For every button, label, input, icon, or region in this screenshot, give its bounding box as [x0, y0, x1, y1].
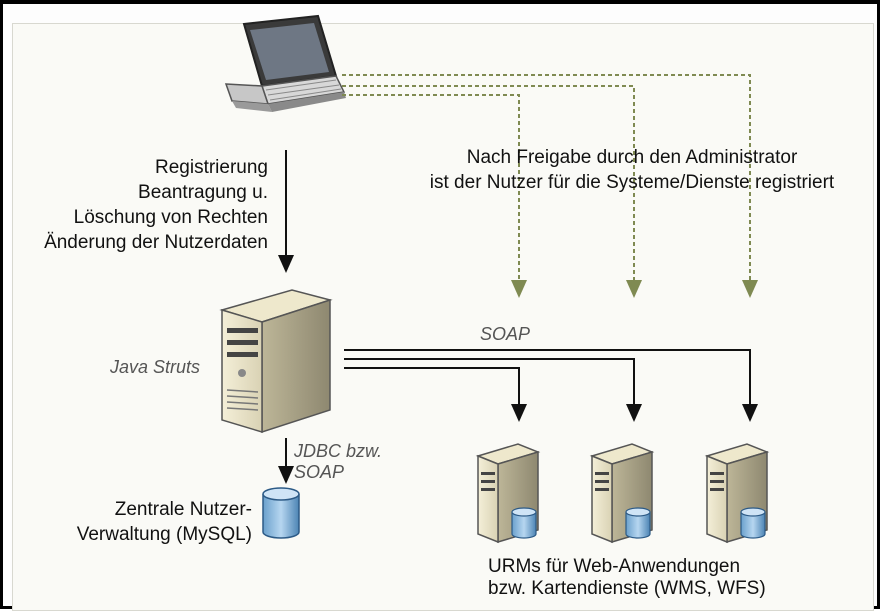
laptop-icon — [224, 14, 346, 112]
server-label: Java Struts — [110, 357, 201, 377]
registration-line: Änderung der Nutzerdaten — [44, 232, 268, 253]
db-label-line: Zentrale Nutzer- — [114, 499, 252, 520]
db-label: Zentrale Nutzer- Verwaltung (MySQL) — [20, 497, 252, 547]
database-icon — [262, 487, 300, 539]
server-icon — [219, 289, 333, 434]
registration-label: Registrierung Beantragung u. Löschung vo… — [18, 155, 268, 255]
urm-server-icon — [704, 443, 770, 544]
db-label-line: Verwaltung (MySQL) — [76, 524, 252, 545]
soap-label: SOAP — [480, 324, 531, 344]
registration-line: Beantragung u. — [138, 182, 268, 203]
urm-label-line: URMs für Web-Anwendungen — [488, 556, 741, 577]
jdbc-label-line: JDBC bzw. — [294, 441, 383, 461]
urm-label: URMs für Web-Anwendungen bzw. Kartendien… — [488, 556, 798, 600]
admin-links — [342, 74, 758, 298]
urm-label-line: bzw. Kartendienste (WMS, WFS) — [488, 578, 766, 599]
admin-note-line: ist der Nutzer für die Systeme/Dienste r… — [429, 172, 835, 193]
urm-server-icon — [589, 443, 655, 544]
soap-links — [344, 349, 758, 422]
registration-line: Registrierung — [155, 157, 268, 178]
jdbc-label-line: SOAP — [294, 462, 345, 482]
registration-line: Löschung von Rechten — [73, 207, 268, 228]
jdbc-label: JDBC bzw. SOAP — [294, 441, 382, 483]
admin-note-line: Nach Freigabe durch den Administrator — [466, 147, 798, 168]
urm-server-icon — [475, 443, 541, 544]
admin-note: Nach Freigabe durch den Administrator is… — [392, 145, 872, 195]
